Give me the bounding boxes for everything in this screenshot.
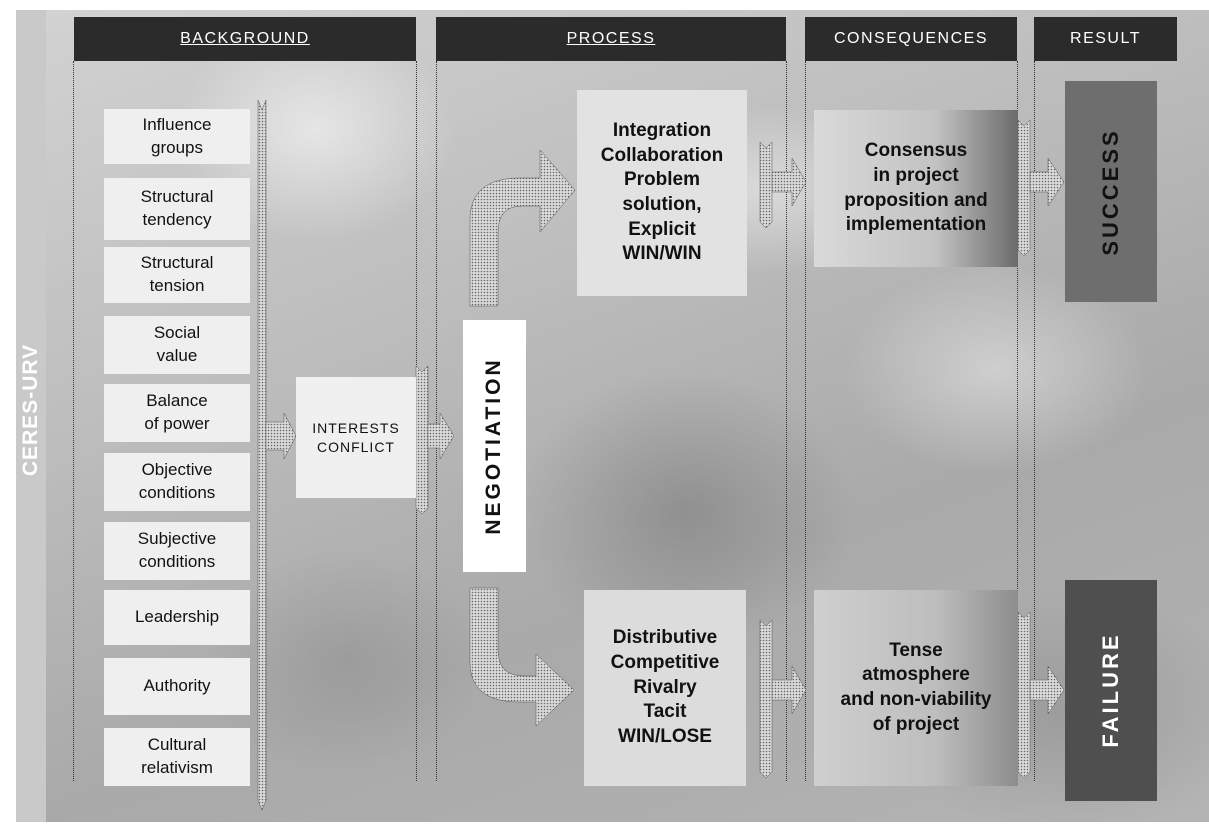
factor-label: Cultural relativism: [141, 735, 213, 777]
factor-label: Leadership: [134, 607, 220, 627]
factor-box: Leadership: [104, 590, 250, 645]
arrow-to-distributive: [469, 587, 575, 727]
negotiation-label: NEGOTIATION: [482, 357, 505, 535]
arrow-to-success: [1029, 157, 1065, 207]
failure-label: FAILURE: [1098, 632, 1123, 748]
tense-band: [1017, 611, 1031, 779]
distributive-label: Distributive Competitive Rivalry Tacit W…: [610, 627, 720, 748]
negotiation-box: [463, 320, 526, 572]
factors-bracket: [257, 99, 267, 811]
factor-box: Cultural relativism: [104, 728, 250, 786]
tense-box: Tense atmosphere and non-viability of pr…: [814, 590, 1018, 786]
column-divider: [786, 61, 787, 781]
failure-box: [1065, 580, 1157, 801]
arrow-to-conflict: [265, 412, 297, 460]
distributive-band: [759, 619, 773, 779]
integrative-box: Integration Collaboration Problem soluti…: [577, 90, 747, 296]
arrow-to-failure: [1029, 665, 1065, 715]
integrative-band: [759, 141, 773, 229]
factor-box: Authority: [104, 658, 250, 715]
integrative-label: Integration Collaboration Problem soluti…: [600, 119, 724, 265]
arrow-to-integrative: [469, 149, 576, 307]
consensus-box: Consensus in project proposition and imp…: [814, 110, 1018, 267]
conflict-band: [415, 365, 429, 515]
header-process: PROCESS: [436, 17, 786, 61]
column-divider: [73, 61, 74, 781]
factor-label: Influence groups: [142, 114, 212, 157]
column-divider: [436, 61, 437, 781]
factor-label: Structural tendency: [140, 187, 214, 229]
sidebar-strip: [16, 10, 46, 822]
factor-label: Subjective conditions: [137, 529, 217, 571]
interests-conflict-box: INTERESTS CONFLICT: [296, 377, 416, 498]
factor-box: Subjective conditions: [104, 522, 250, 580]
header-result: RESULT: [1034, 17, 1177, 61]
header-consequences: CONSEQUENCES: [805, 17, 1017, 61]
factor-label: Structural tension: [140, 253, 214, 295]
consensus-label: Consensus in project proposition and imp…: [844, 140, 988, 236]
factor-box: Influence groups: [104, 109, 250, 164]
factor-label: Objective conditions: [138, 460, 216, 502]
factor-box: Social value: [104, 316, 250, 374]
success-label: SUCCESS: [1098, 128, 1123, 256]
factor-box: Balance of power: [104, 384, 250, 442]
tense-label: Tense atmosphere and non-viability of pr…: [840, 639, 992, 735]
column-divider: [805, 61, 806, 781]
column-divider: [1034, 61, 1035, 781]
success-box: [1065, 81, 1157, 302]
distributive-box: Distributive Competitive Rivalry Tacit W…: [584, 590, 746, 786]
header-background: BACKGROUND: [74, 17, 416, 61]
factor-label: Authority: [143, 676, 211, 696]
factor-label: Social value: [153, 323, 201, 365]
factor-box: Structural tendency: [104, 178, 250, 240]
factor-box: Objective conditions: [104, 453, 250, 511]
column-divider: [1017, 61, 1018, 781]
arrow-to-negotiation: [427, 412, 455, 460]
consensus-band: [1017, 119, 1031, 257]
factor-label: Balance of power: [144, 391, 210, 433]
interests-conflict-label: INTERESTS CONFLICT: [312, 420, 400, 455]
factor-box: Structural tension: [104, 247, 250, 303]
